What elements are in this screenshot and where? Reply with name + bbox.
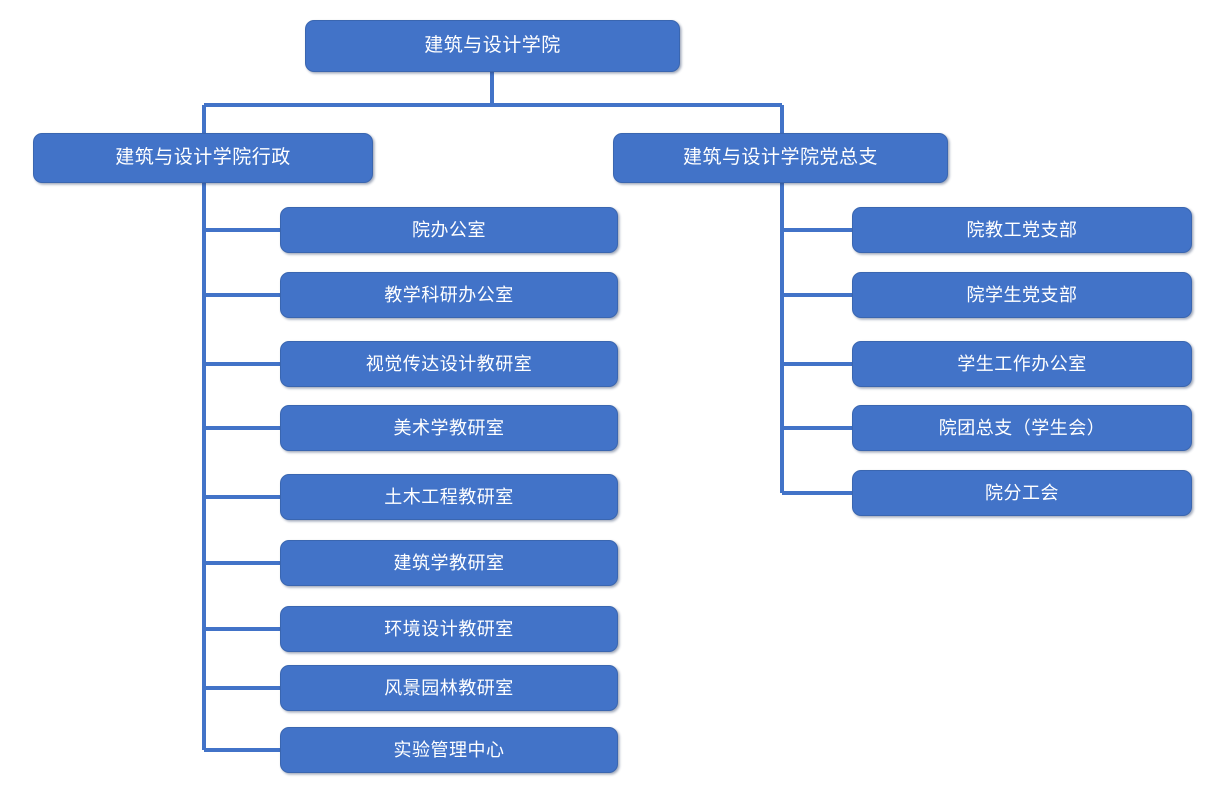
branch-node-party-branch[interactable]: 建筑与设计学院党总支	[613, 133, 948, 183]
branch-node-administration[interactable]: 建筑与设计学院行政	[33, 133, 373, 183]
leaf-node-administration-4[interactable]: 土木工程教研室	[280, 474, 618, 520]
leaf-node-party-branch-3[interactable]: 院团总支（学生会）	[852, 405, 1192, 451]
leaf-node-administration-3[interactable]: 美术学教研室	[280, 405, 618, 451]
leaf-node-party-branch-4[interactable]: 院分工会	[852, 470, 1192, 516]
leaf-node-party-branch-2[interactable]: 学生工作办公室	[852, 341, 1192, 387]
root-node[interactable]: 建筑与设计学院	[305, 20, 680, 72]
leaf-node-party-branch-0[interactable]: 院教工党支部	[852, 207, 1192, 253]
leaf-node-party-branch-1[interactable]: 院学生党支部	[852, 272, 1192, 318]
leaf-node-administration-8[interactable]: 实验管理中心	[280, 727, 618, 773]
leaf-node-administration-1[interactable]: 教学科研办公室	[280, 272, 618, 318]
leaf-node-administration-0[interactable]: 院办公室	[280, 207, 618, 253]
leaf-node-administration-5[interactable]: 建筑学教研室	[280, 540, 618, 586]
leaf-node-administration-7[interactable]: 风景园林教研室	[280, 665, 618, 711]
leaf-node-administration-6[interactable]: 环境设计教研室	[280, 606, 618, 652]
leaf-node-administration-2[interactable]: 视觉传达设计教研室	[280, 341, 618, 387]
